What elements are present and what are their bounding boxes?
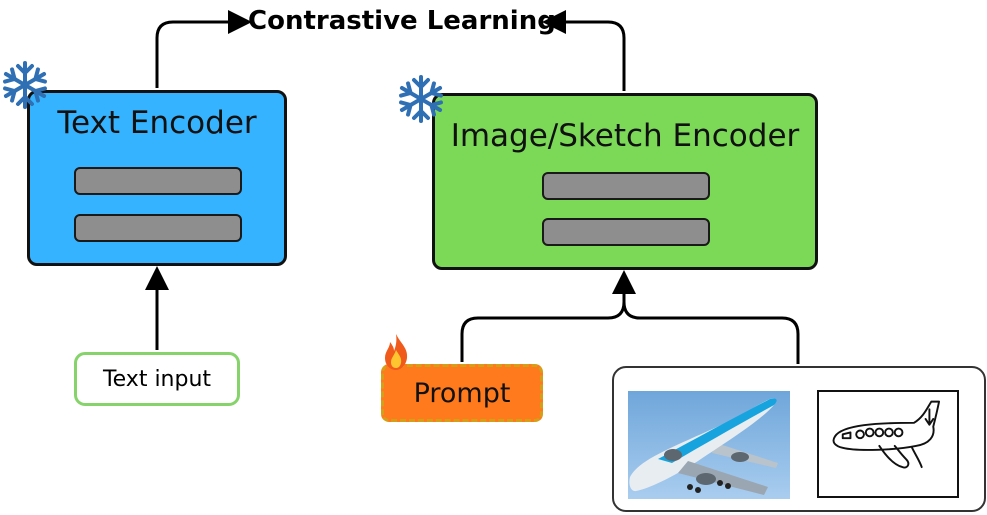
fire-icon <box>385 334 408 370</box>
arrow-image-encoder-to-title <box>542 10 626 91</box>
snowflake-icon <box>396 75 446 123</box>
airplane-sketch <box>817 390 959 498</box>
image-encoder-layer-2 <box>542 218 710 246</box>
arrow-text-encoder-to-title <box>155 10 252 88</box>
diagram-title: Contrastive Learning <box>248 6 556 36</box>
airplane-photo <box>628 391 790 499</box>
text-encoder-block: Text Encoder <box>27 90 287 266</box>
image-encoder-label: Image/Sketch Encoder <box>450 118 800 154</box>
prompt-box: Prompt <box>381 364 543 422</box>
image-sketch-encoder-block: Image/Sketch Encoder <box>432 93 818 270</box>
text-input-label: Text input <box>102 366 212 392</box>
text-encoder-label: Text Encoder <box>57 105 257 141</box>
arrow-prompt-branch <box>460 301 626 362</box>
snowflake-icon <box>0 61 50 109</box>
image-encoder-layer-1 <box>542 172 710 200</box>
arrow-images-branch <box>622 301 800 364</box>
text-encoder-layer-1 <box>74 167 242 195</box>
prompt-label: Prompt <box>413 377 511 409</box>
text-input-box: Text input <box>74 352 240 406</box>
text-encoder-layer-2 <box>74 214 242 242</box>
